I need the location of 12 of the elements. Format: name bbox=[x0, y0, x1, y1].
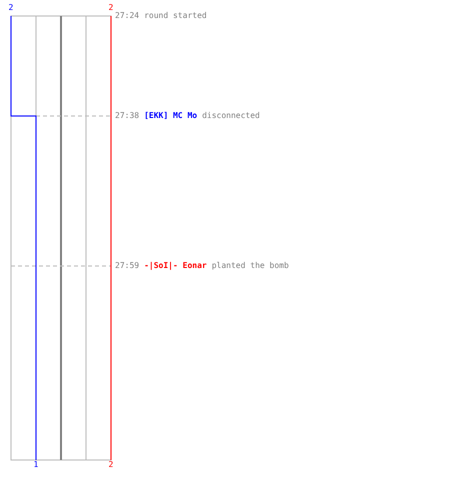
event-text: disconnected bbox=[202, 111, 260, 120]
player-name: -|SoI|- Eonar bbox=[144, 261, 207, 270]
timestamp: 27:24 bbox=[115, 11, 140, 20]
count-label: 1 bbox=[34, 460, 38, 470]
player-name: [EKK] MC Mo bbox=[144, 111, 198, 120]
count-label: 2 bbox=[108, 460, 114, 470]
count-label: 2 bbox=[108, 3, 114, 13]
event-text: planted the bomb bbox=[212, 261, 289, 270]
timestamp: 27:59 bbox=[115, 261, 140, 270]
event-text: round started bbox=[144, 11, 207, 20]
count-label: 2 bbox=[8, 3, 14, 13]
timestamp: 27:38 bbox=[115, 111, 140, 120]
